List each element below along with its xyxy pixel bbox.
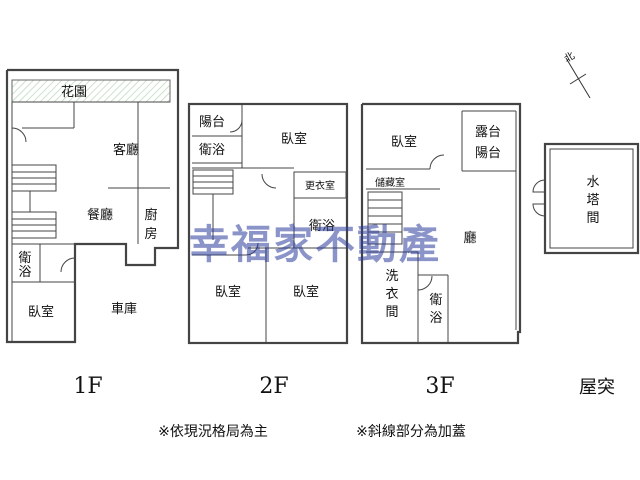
3f-bath-char2: 浴 <box>429 311 442 326</box>
floor-label-1f: 1F <box>73 374 102 399</box>
floor-label-3f: 3F <box>425 374 454 399</box>
3f-bath-char1: 衛 <box>429 293 442 308</box>
3f-stairs <box>367 191 403 245</box>
roof-outer-wall <box>543 142 640 255</box>
note-hatched-addition: ※斜線部分為加蓋 <box>356 424 466 440</box>
floor-2f-plan: 陽台 衛浴 臥室 更衣室 衛浴 臥室 臥室 <box>187 102 349 345</box>
3f-laundry-char3: 間 <box>385 305 398 320</box>
3f-storage-label: 儲藏室 <box>375 176 405 189</box>
note-current-layout: ※依現況格局為主 <box>158 424 268 440</box>
1f-kitchen-char2: 房 <box>144 226 157 242</box>
floor-1f-plan: 花園 客廳 餐廳 廚 房 衛 浴 臥室 車庫 <box>5 68 180 344</box>
2f-bedroom-c-label: 臥室 <box>293 284 319 300</box>
2f-bedroom-b-label: 臥室 <box>215 284 241 300</box>
floor-label-2f: 2F <box>259 374 288 399</box>
compass-north-label: 北 <box>562 50 577 65</box>
2f-bath-b-label: 衛浴 <box>309 219 335 234</box>
north-compass: 北 <box>562 50 591 99</box>
floor-roof-plan: 水 塔 間 <box>532 142 640 255</box>
2f-bath-a-label: 衛浴 <box>199 143 225 158</box>
watermark-text: 幸福家不動產 <box>189 222 441 268</box>
2f-outer-wall <box>187 102 349 345</box>
2f-stairs <box>192 169 234 240</box>
floor-label-roof: 屋突 <box>579 377 615 398</box>
1f-bath-char2: 浴 <box>18 265 31 280</box>
3f-balcony-label: 陽台 <box>475 146 501 161</box>
2f-dressing-label: 更衣室 <box>305 179 335 192</box>
3f-outer-wall <box>360 102 522 345</box>
1f-kitchen-char1: 廚 <box>144 207 157 223</box>
1f-dining-label: 餐廳 <box>87 207 113 223</box>
2f-bedroom-a-label: 臥室 <box>281 131 307 147</box>
1f-bath-char1: 衛 <box>18 251 31 266</box>
3f-laundry-char1: 洗 <box>385 269 398 284</box>
3f-hall-label: 廳 <box>463 230 476 246</box>
1f-living-label: 客廳 <box>113 142 139 158</box>
3f-laundry-char2: 衣 <box>385 286 398 302</box>
1f-bedroom-label: 臥室 <box>28 304 54 320</box>
1f-garage-label: 車庫 <box>111 302 137 317</box>
1f-outer-wall <box>5 68 180 344</box>
garden-area <box>11 79 171 103</box>
1f-stairs <box>11 164 57 239</box>
3f-terrace-label: 露台 <box>475 125 501 140</box>
roof-water-tower-char3: 間 <box>586 211 599 226</box>
2f-balcony-label: 陽台 <box>199 115 225 130</box>
roof-water-tower-char1: 水 <box>586 175 599 190</box>
floor-3f-plan: 臥室 露台 陽台 儲藏室 廳 洗 衣 間 衛 浴 <box>360 102 522 345</box>
roof-water-tower-char2: 塔 <box>586 193 599 208</box>
1f-garden-label: 花園 <box>61 84 87 100</box>
3f-bedroom-label: 臥室 <box>391 134 417 150</box>
